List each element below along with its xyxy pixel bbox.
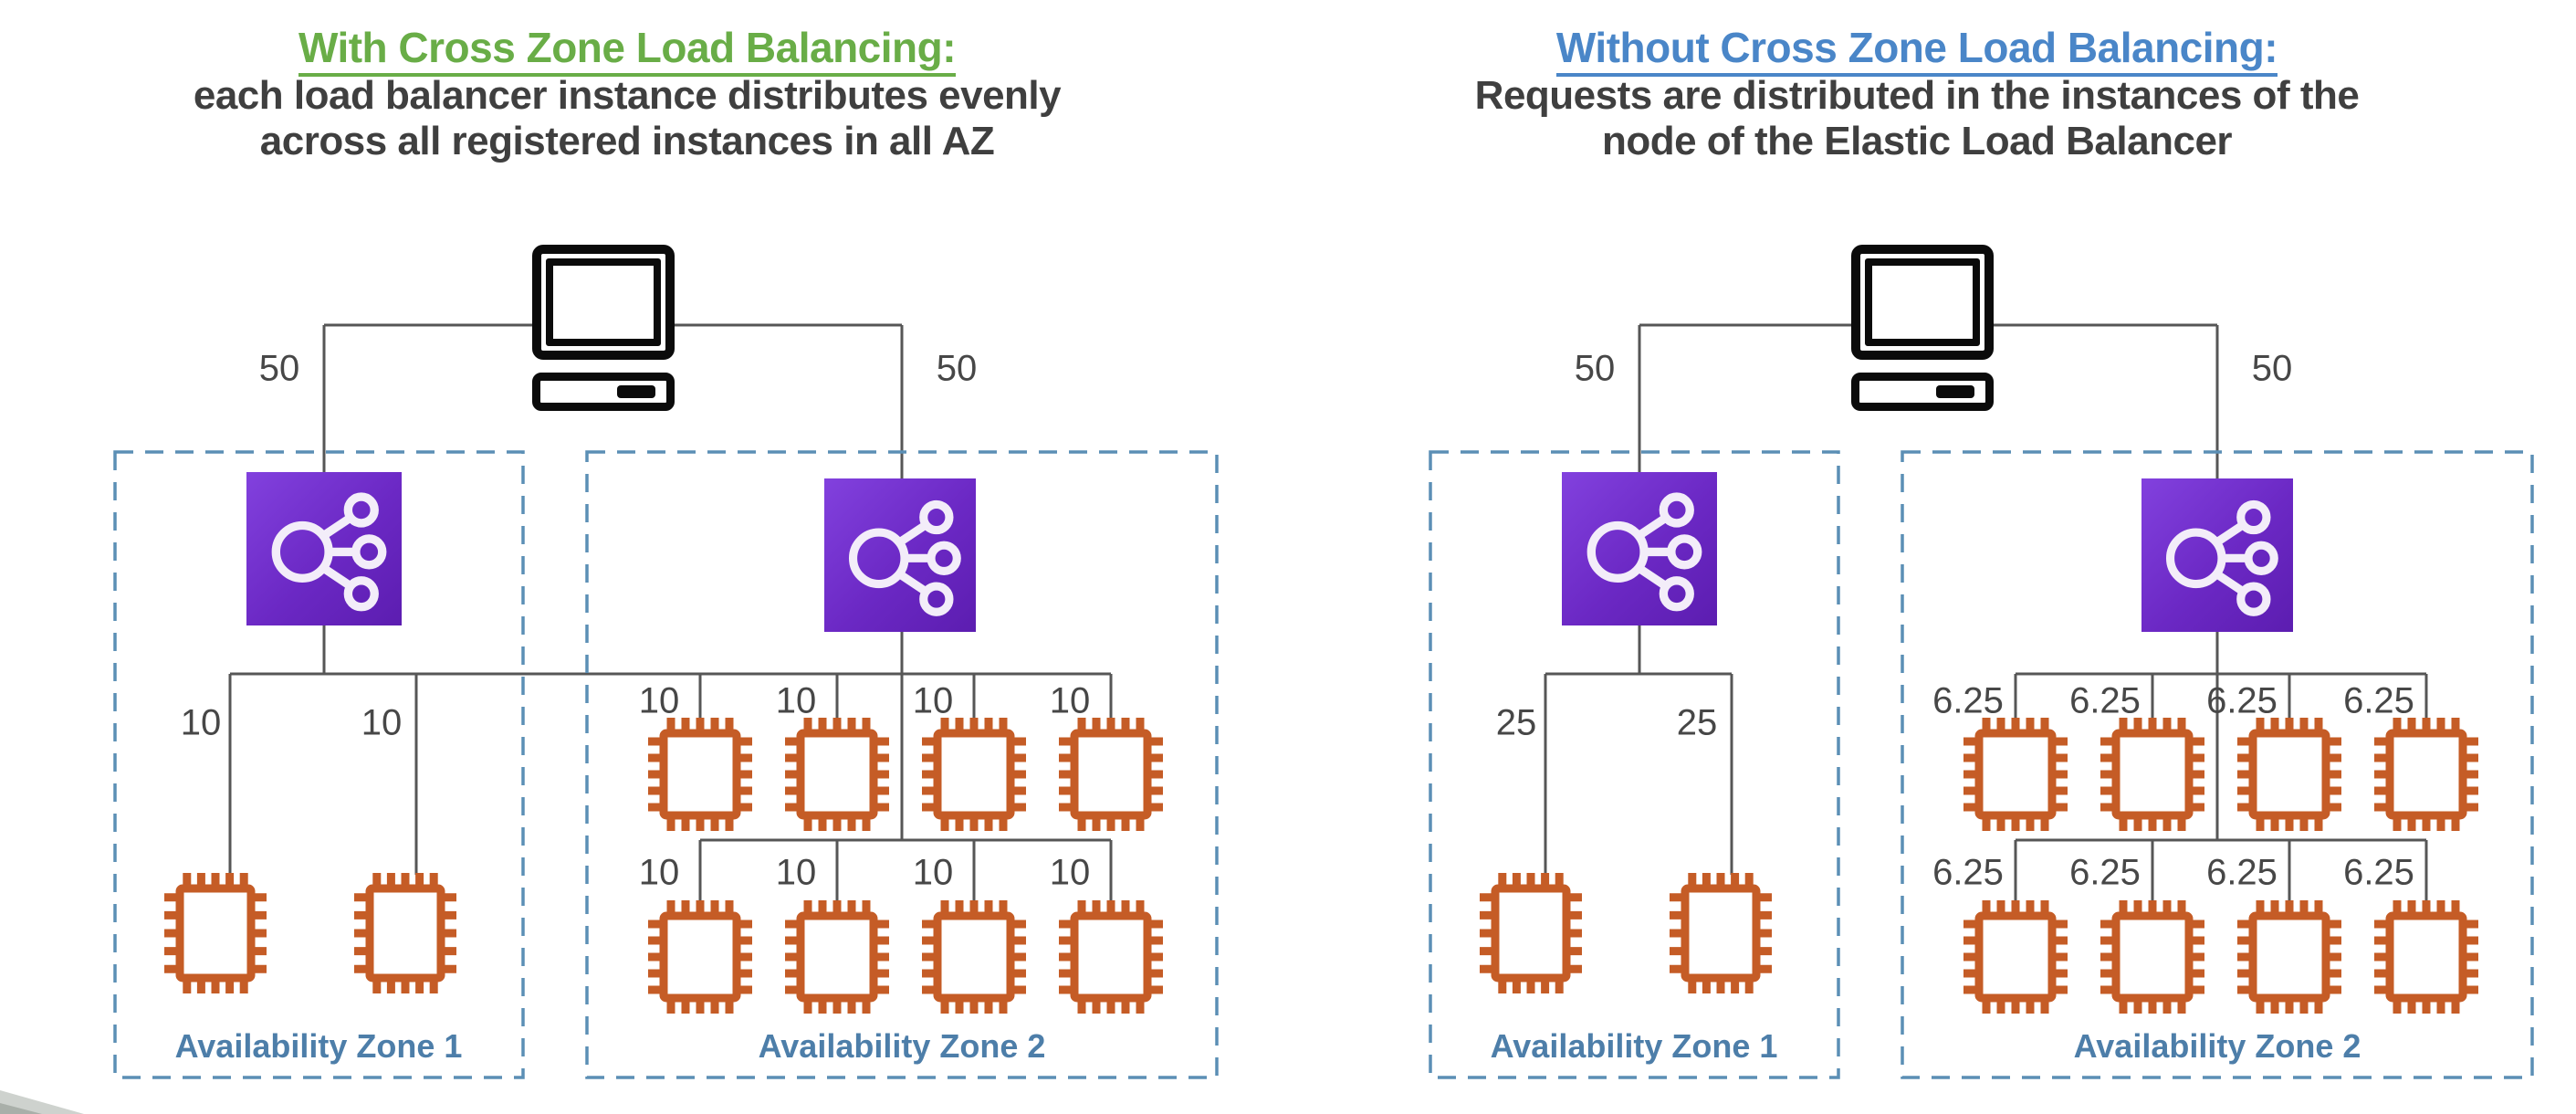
ec2-instance-icon (922, 900, 1026, 1014)
instance-traffic-share-label: 10 (638, 852, 680, 893)
ec2-instance-icon (1670, 873, 1772, 993)
instance-traffic-share-label: 10 (361, 702, 403, 743)
instance-traffic-share-label: 10 (638, 680, 680, 721)
ec2-instance-icon (2237, 718, 2341, 831)
computer-icon (532, 245, 675, 411)
availability-zone-box (1901, 450, 2534, 1079)
instance-traffic-share-label: 6.25 (2069, 680, 2141, 721)
ec2-instance-icon (164, 873, 267, 993)
ec2-instance-icon (648, 900, 752, 1014)
ec2-instance-icon (1059, 718, 1163, 831)
ec2-instance-icon (2374, 718, 2478, 831)
ec2-instance-icon (2100, 900, 2204, 1014)
right-diagram-subtitle-line1: Requests are distributed in the instance… (1474, 73, 2360, 118)
elastic-load-balancer-icon (824, 478, 976, 632)
instance-traffic-share-label: 10 (912, 680, 954, 721)
left-diagram-subtitle-line2: across all registered instances in all A… (259, 119, 995, 163)
availability-zone-box (585, 450, 1219, 1079)
right-diagram-header: Without Cross Zone Load Balancing: Reque… (1290, 22, 2544, 164)
availability-zone-box (1429, 450, 1840, 1079)
ec2-instance-icon (1480, 873, 1582, 993)
instance-traffic-share-label: 10 (912, 852, 954, 893)
instance-traffic-share-label: 10 (775, 680, 817, 721)
instance-traffic-share-label: 6.25 (2206, 680, 2278, 721)
instance-traffic-share-label: 6.25 (1932, 852, 2004, 893)
elastic-load-balancer-icon (246, 472, 402, 625)
instance-traffic-share-label: 10 (775, 852, 817, 893)
ec2-instance-icon (1963, 718, 2068, 831)
instance-traffic-share-label: 25 (1676, 702, 1718, 743)
right-diagram-subtitle-line2: node of the Elastic Load Balancer (1601, 119, 2233, 163)
ec2-instance-icon (785, 900, 889, 1014)
elastic-load-balancer-icon (2141, 478, 2293, 632)
instance-traffic-share-label: 6.25 (2206, 852, 2278, 893)
instance-traffic-share-label: 10 (180, 702, 222, 743)
computer-monitor (1851, 245, 1994, 360)
client-traffic-share-label: 50 (2251, 348, 2293, 389)
computer-base (532, 373, 675, 411)
ec2-instance-icon (1059, 900, 1163, 1014)
instance-traffic-share-label: 10 (1049, 680, 1091, 721)
ec2-instance-icon (785, 718, 889, 831)
ec2-instance-icon (2237, 900, 2341, 1014)
client-traffic-share-label: 50 (258, 348, 300, 389)
instance-traffic-share-label: 6.25 (1932, 680, 2004, 721)
ec2-instance-icon (354, 873, 456, 993)
right-diagram-title: Without Cross Zone Load Balancing: (1290, 22, 2544, 77)
instance-traffic-share-label: 25 (1495, 702, 1537, 743)
computer-base (1851, 373, 1994, 411)
ec2-instance-icon (648, 718, 752, 831)
left-diagram-title: With Cross Zone Load Balancing: (0, 22, 1254, 77)
left-diagram-header: With Cross Zone Load Balancing: each loa… (0, 22, 1254, 164)
availability-zone-label: Availability Zone 1 (174, 1027, 463, 1065)
availability-zone-label: Availability Zone 1 (1490, 1027, 1778, 1065)
availability-zone-box (113, 450, 525, 1079)
elastic-load-balancer-icon (1562, 472, 1717, 625)
client-traffic-share-label: 50 (936, 348, 978, 389)
availability-zone-label: Availability Zone 2 (758, 1027, 1046, 1065)
ec2-instance-icon (922, 718, 1026, 831)
client-traffic-share-label: 50 (1574, 348, 1616, 389)
computer-icon (1851, 245, 1994, 411)
ec2-instance-icon (2374, 900, 2478, 1014)
instance-traffic-share-label: 6.25 (2069, 852, 2141, 893)
instance-traffic-share-label: 6.25 (2343, 680, 2414, 721)
left-diagram-subtitle-line1: each load balancer instance distributes … (193, 73, 1062, 118)
instance-traffic-share-label: 6.25 (2343, 852, 2414, 893)
ec2-instance-icon (1963, 900, 2068, 1014)
page-curl-decoration (0, 1103, 42, 1114)
availability-zone-label: Availability Zone 2 (2073, 1027, 2361, 1065)
ec2-instance-icon (2100, 718, 2204, 831)
instance-traffic-share-label: 10 (1049, 852, 1091, 893)
computer-monitor (532, 245, 675, 360)
